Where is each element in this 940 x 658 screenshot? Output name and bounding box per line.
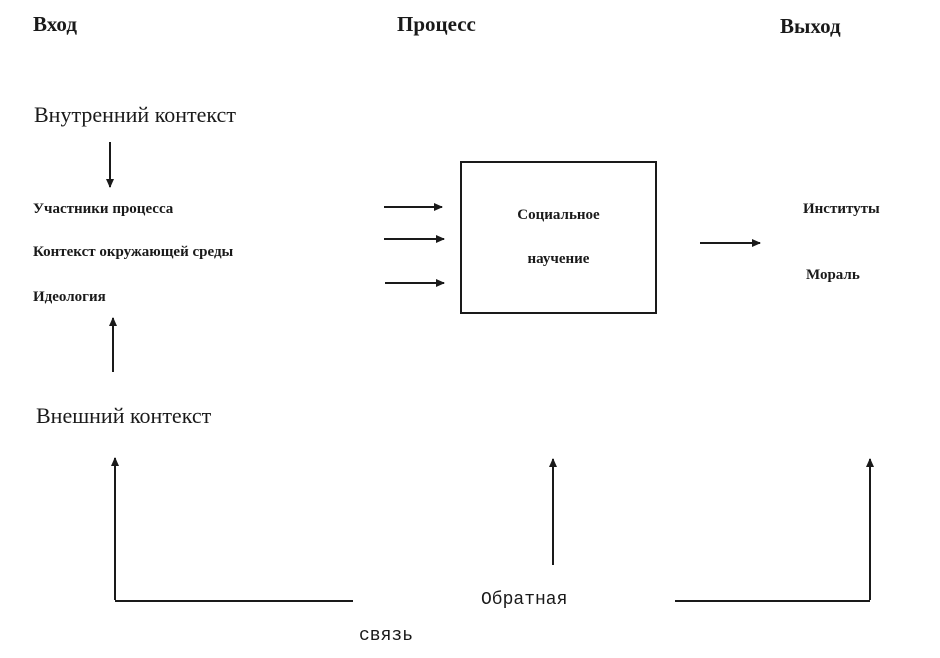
feedback-label-word1: Обратная bbox=[481, 590, 568, 610]
input-item-participants: Участники процесса bbox=[33, 201, 174, 217]
internal-context-label: Внутренний контекст bbox=[34, 102, 236, 127]
header-input: Вход bbox=[33, 12, 77, 36]
feedback-label-word2: связь bbox=[359, 626, 414, 646]
process-box: Социальное научение bbox=[460, 161, 657, 314]
external-context-label: Внешний контекст bbox=[36, 403, 212, 428]
output-item-morality: Мораль bbox=[806, 267, 860, 283]
output-item-institutions: Институты bbox=[803, 201, 880, 217]
input-item-environment: Контекст окружающей среды bbox=[33, 244, 234, 260]
process-box-line1: Социальное bbox=[517, 207, 600, 223]
process-box-line2: научение bbox=[527, 251, 590, 267]
header-process: Процесс bbox=[397, 12, 476, 36]
input-item-ideology: Идеология bbox=[33, 289, 106, 305]
header-output: Выход bbox=[780, 14, 841, 38]
